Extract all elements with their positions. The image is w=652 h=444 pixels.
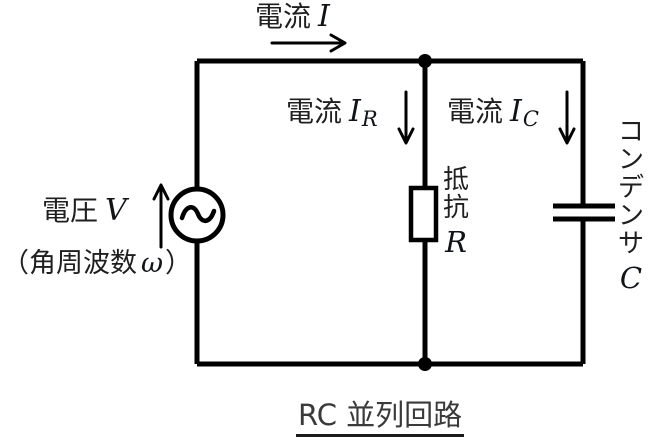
current-total-label: 電流 I xyxy=(255,2,330,32)
sine-wave-icon xyxy=(179,205,217,223)
current-resistor-subscript: R xyxy=(361,107,378,131)
current-arrow-icon xyxy=(270,33,347,53)
current-resistor-prefix: 電流 xyxy=(286,95,343,128)
capacitor-plates xyxy=(553,203,615,222)
angular-frequency-close: ） xyxy=(165,248,193,279)
capacitor-name: コンデンサ xyxy=(617,117,644,260)
angular-frequency-open: （角周波数 xyxy=(2,248,137,279)
current-total-prefix: 電流 xyxy=(255,0,312,33)
diagram-title: RC 並列回路 xyxy=(296,399,465,437)
resistor-body xyxy=(408,185,439,243)
resistor-label: 抵抗 R xyxy=(442,166,470,259)
current-resistor-label: 電流 I R xyxy=(286,94,378,131)
current-resistor-symbol: I xyxy=(349,94,361,129)
resistor-symbol: R xyxy=(445,225,467,260)
voltage-symbol: V xyxy=(105,193,127,228)
voltage-arrow-icon xyxy=(152,183,170,249)
angular-frequency-symbol: ω xyxy=(141,248,164,279)
capacitor-label: コンデンサ C xyxy=(617,118,645,295)
current-r-arrow-icon xyxy=(397,90,415,145)
voltage-label: 電圧 V xyxy=(42,196,127,226)
current-c-arrow-icon xyxy=(558,90,576,145)
junction-dot-top xyxy=(418,54,432,68)
voltage-prefix: 電圧 xyxy=(42,194,99,227)
angular-frequency-label: （角周波数 ω ） xyxy=(2,250,192,277)
current-total-symbol: I xyxy=(318,0,330,34)
resistor-name: 抵抗 xyxy=(442,165,469,224)
current-capacitor-prefix: 電流 xyxy=(447,95,504,128)
current-capacitor-symbol: I xyxy=(510,94,522,129)
current-capacitor-label: 電流 I C xyxy=(447,94,539,131)
junction-dot-bottom xyxy=(418,357,432,371)
current-capacitor-subscript: C xyxy=(522,107,539,131)
capacitor-symbol: C xyxy=(619,261,643,296)
